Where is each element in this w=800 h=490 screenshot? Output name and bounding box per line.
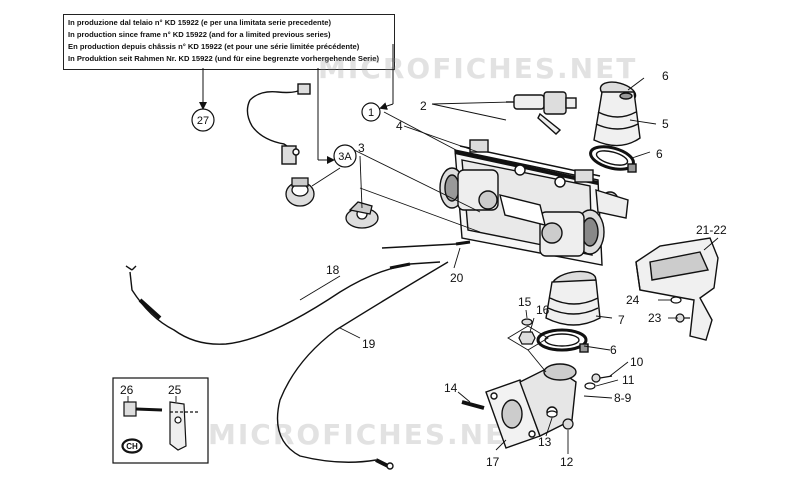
intake-manifold-17 xyxy=(485,363,577,449)
callout-16: 16 xyxy=(536,303,550,317)
callout-2: 2 xyxy=(420,99,427,113)
callout-14: 14 xyxy=(444,381,458,395)
production-note-box: In produzione dal telaio n° KD 15922 (e … xyxy=(63,14,395,70)
callout-18: 18 xyxy=(326,263,340,277)
callout-4: 4 xyxy=(396,119,403,133)
callout-6-mid: 6 xyxy=(656,147,663,161)
sensor-parts xyxy=(285,177,379,229)
intake-sleeve-upper xyxy=(589,81,641,173)
callout-20: 20 xyxy=(450,271,464,285)
callout-3: 3 xyxy=(358,141,365,155)
callout-13: 13 xyxy=(538,435,552,449)
callout-24: 24 xyxy=(626,293,640,307)
watermark-top: MICROFICHES.NET xyxy=(318,52,638,85)
callout-3a-circled: 3A xyxy=(338,151,352,163)
note-french: En production depuis châssis n° KD 15922… xyxy=(68,42,360,51)
note-italian: In produzione dal telaio n° KD 15922 (e … xyxy=(68,18,331,27)
note-german: In Produktion seit Rahmen Nr. KD 15922 (… xyxy=(68,54,379,63)
note-english: In production since frame n° KD 15922 (a… xyxy=(68,30,331,39)
callout-27-circled: 27 xyxy=(197,115,209,127)
inset-ch-badge: CH xyxy=(126,442,138,451)
callout-12: 12 xyxy=(560,455,574,469)
callout-6-low: 6 xyxy=(610,343,617,357)
callout-10: 10 xyxy=(630,355,644,369)
callout-11: 11 xyxy=(622,373,635,387)
throttle-body-assembly xyxy=(439,139,629,266)
callout-23: 23 xyxy=(648,311,662,325)
intake-sleeve-lower xyxy=(536,270,601,353)
callout-17: 17 xyxy=(486,455,500,469)
callout-5: 5 xyxy=(662,117,669,131)
watermark-bottom: MICROFICHES.NET xyxy=(208,418,528,451)
callout-labels: 2 4 6 5 6 3 20 18 19 21-22 24 23 15 16 7… xyxy=(120,69,727,469)
wiring-harness-27 xyxy=(246,83,311,165)
cover-21-22 xyxy=(635,237,719,341)
callout-7: 7 xyxy=(618,313,625,327)
callout-1-circled: 1 xyxy=(368,107,374,119)
circled-callouts xyxy=(122,102,381,453)
callout-26: 26 xyxy=(120,383,134,397)
hardware-parts xyxy=(461,296,690,430)
callout-21-22: 21-22 xyxy=(696,223,727,237)
note-leaders xyxy=(199,44,394,164)
callout-6-top: 6 xyxy=(662,69,669,83)
callout-19: 19 xyxy=(362,337,376,351)
injector-part-2 xyxy=(506,91,577,135)
throttle-cables xyxy=(125,240,471,470)
callout-25: 25 xyxy=(168,383,182,397)
callout-leaders xyxy=(127,77,719,454)
callout-8-9: 8-9 xyxy=(614,391,632,405)
callout-15: 15 xyxy=(518,295,532,309)
